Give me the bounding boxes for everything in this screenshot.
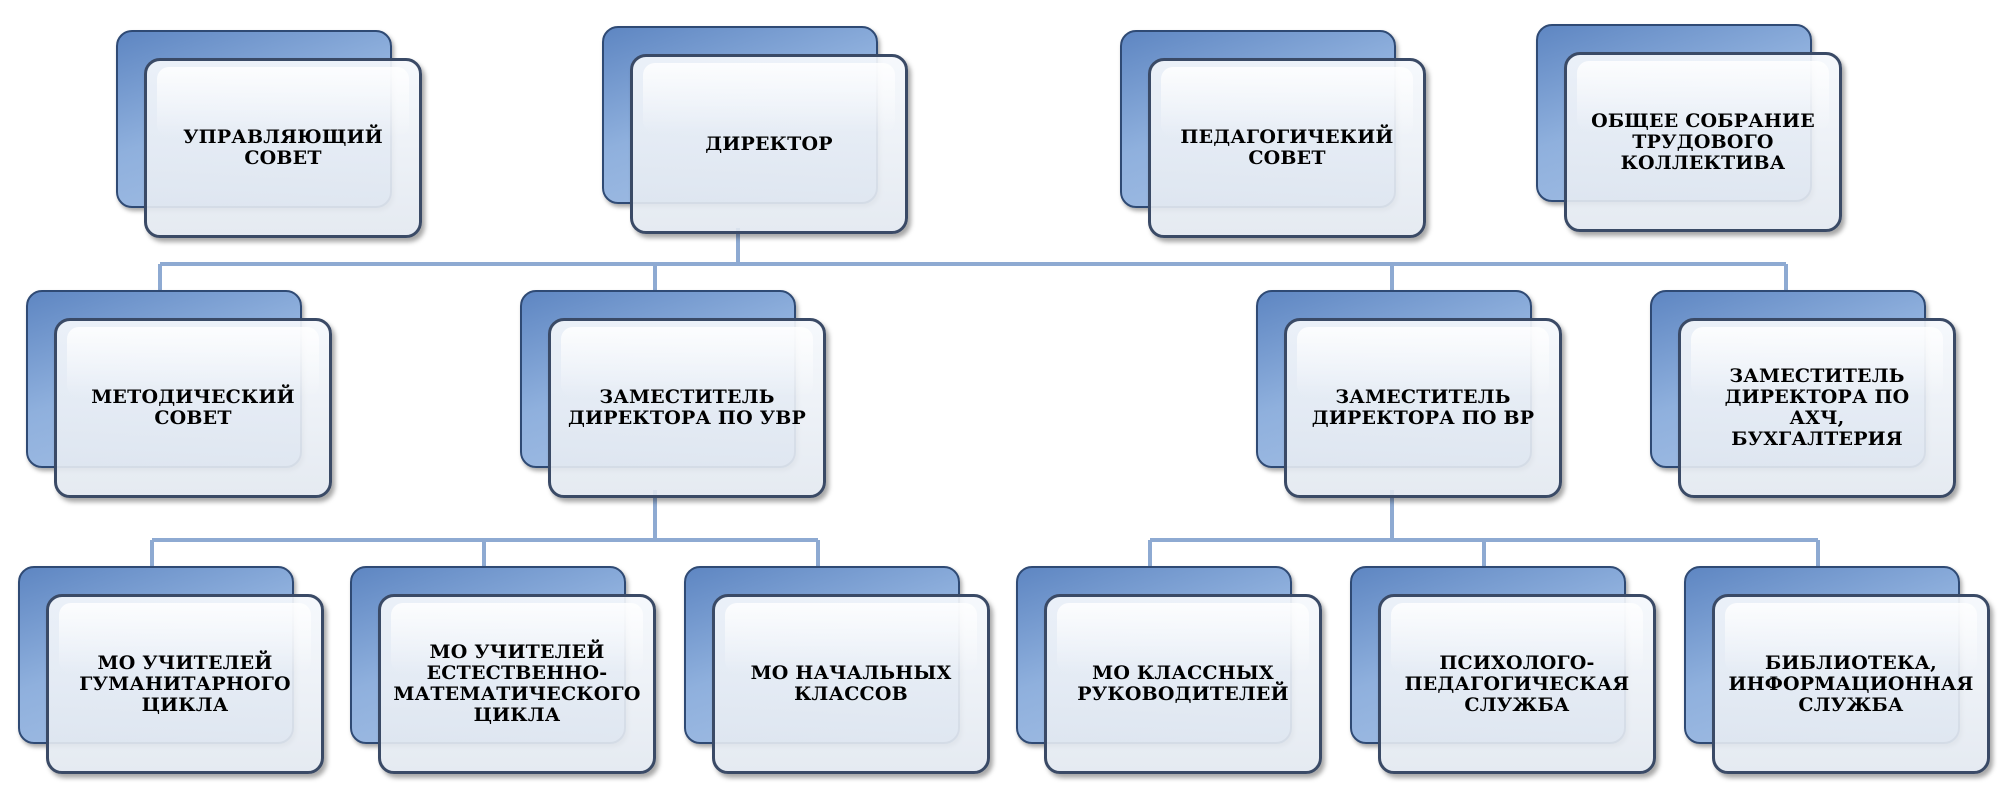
node-front-box: ДИРЕКТОР: [630, 54, 908, 234]
node-label: ПЕДАГОГИЧЕКИЙ СОВЕТ: [1180, 126, 1394, 169]
node-label: МО УЧИТЕЛЕЙ ЕСТЕСТВЕННО- МАТЕМАТИЧЕСКОГО…: [393, 641, 641, 726]
node-director: ДИРЕКТОР: [602, 26, 908, 234]
node-front-box: МО НАЧАЛЬНЫХ КЛАССОВ: [712, 594, 990, 774]
node-library: БИБЛИОТЕКА, ИНФОРМАЦИОННАЯ СЛУЖБА: [1684, 566, 1990, 774]
node-label: МО КЛАССНЫХ РУКОВОДИТЕЛЕЙ: [1077, 662, 1289, 705]
node-front-box: МО УЧИТЕЛЕЙ ЕСТЕСТВЕННО- МАТЕМАТИЧЕСКОГО…: [378, 594, 656, 774]
node-label: ПСИХОЛОГО- ПЕДАГОГИЧЕСКАЯ СЛУЖБА: [1404, 651, 1630, 716]
node-psych-service: ПСИХОЛОГО- ПЕДАГОГИЧЕСКАЯ СЛУЖБА: [1350, 566, 1656, 774]
node-label: ДИРЕКТОР: [705, 132, 833, 155]
node-front-box: МО УЧИТЕЛЕЙ ГУМАНИТАРНОГО ЦИКЛА: [46, 594, 324, 774]
node-label: ЗАМЕСТИТЕЛЬ ДИРЕКТОРА ПО АХЧ, БУХГАЛТЕРИ…: [1724, 365, 1910, 450]
node-deputy-ahch: ЗАМЕСТИТЕЛЬ ДИРЕКТОРА ПО АХЧ, БУХГАЛТЕРИ…: [1650, 290, 1956, 498]
node-mo-primary: МО НАЧАЛЬНЫХ КЛАССОВ: [684, 566, 990, 774]
node-label: МО УЧИТЕЛЕЙ ГУМАНИТАРНОГО ЦИКЛА: [79, 651, 291, 716]
node-deputy-vr: ЗАМЕСТИТЕЛЬ ДИРЕКТОРА ПО ВР: [1256, 290, 1562, 498]
node-front-box: ЗАМЕСТИТЕЛЬ ДИРЕКТОРА ПО УВР: [548, 318, 826, 498]
node-front-box: ЗАМЕСТИТЕЛЬ ДИРЕКТОРА ПО ВР: [1284, 318, 1562, 498]
node-managing-council: УПРАВЛЯЮЩИЙ СОВЕТ: [116, 30, 422, 238]
node-mo-humanities: МО УЧИТЕЛЕЙ ГУМАНИТАРНОГО ЦИКЛА: [18, 566, 324, 774]
node-label: УПРАВЛЯЮЩИЙ СОВЕТ: [183, 126, 383, 169]
node-front-box: ЗАМЕСТИТЕЛЬ ДИРЕКТОРА ПО АХЧ, БУХГАЛТЕРИ…: [1678, 318, 1956, 498]
node-front-box: УПРАВЛЯЮЩИЙ СОВЕТ: [144, 58, 422, 238]
node-front-box: ПЕДАГОГИЧЕКИЙ СОВЕТ: [1148, 58, 1426, 238]
node-label: ЗАМЕСТИТЕЛЬ ДИРЕКТОРА ПО ВР: [1311, 386, 1535, 429]
node-front-box: МЕТОДИЧЕСКИЙ СОВЕТ: [54, 318, 332, 498]
node-pedagogical-council: ПЕДАГОГИЧЕКИЙ СОВЕТ: [1120, 30, 1426, 238]
node-mo-class-teachers: МО КЛАССНЫХ РУКОВОДИТЕЛЕЙ: [1016, 566, 1322, 774]
node-deputy-uvr: ЗАМЕСТИТЕЛЬ ДИРЕКТОРА ПО УВР: [520, 290, 826, 498]
node-mo-science-math: МО УЧИТЕЛЕЙ ЕСТЕСТВЕННО- МАТЕМАТИЧЕСКОГО…: [350, 566, 656, 774]
node-label: ЗАМЕСТИТЕЛЬ ДИРЕКТОРА ПО УВР: [567, 386, 807, 429]
node-label: МО НАЧАЛЬНЫХ КЛАССОВ: [750, 662, 952, 705]
node-front-box: МО КЛАССНЫХ РУКОВОДИТЕЛЕЙ: [1044, 594, 1322, 774]
node-label: ОБЩЕЕ СОБРАНИЕ ТРУДОВОГО КОЛЛЕКТИВА: [1591, 109, 1815, 174]
node-methodical-council: МЕТОДИЧЕСКИЙ СОВЕТ: [26, 290, 332, 498]
node-front-box: БИБЛИОТЕКА, ИНФОРМАЦИОННАЯ СЛУЖБА: [1712, 594, 1990, 774]
node-label: МЕТОДИЧЕСКИЙ СОВЕТ: [91, 386, 295, 429]
node-label: БИБЛИОТЕКА, ИНФОРМАЦИОННАЯ СЛУЖБА: [1728, 651, 1974, 716]
node-front-box: ПСИХОЛОГО- ПЕДАГОГИЧЕСКАЯ СЛУЖБА: [1378, 594, 1656, 774]
node-front-box: ОБЩЕЕ СОБРАНИЕ ТРУДОВОГО КОЛЛЕКТИВА: [1564, 52, 1842, 232]
node-general-meeting: ОБЩЕЕ СОБРАНИЕ ТРУДОВОГО КОЛЛЕКТИВА: [1536, 24, 1842, 232]
